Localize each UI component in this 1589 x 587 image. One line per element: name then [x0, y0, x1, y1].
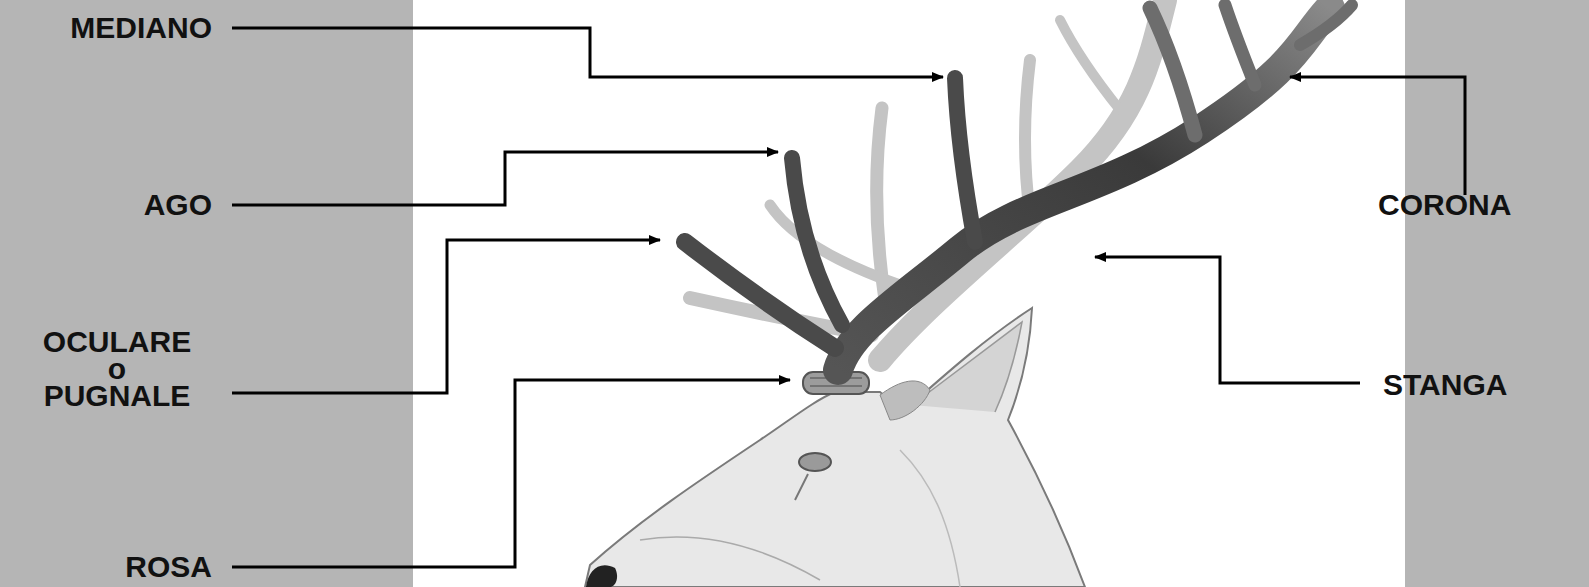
- part-label: OCULARE o PUGNALE: [43, 328, 191, 409]
- part-label: MEDIANO: [70, 13, 212, 43]
- part-label: CORONA: [1378, 190, 1511, 220]
- part-label: STANGA: [1383, 370, 1507, 400]
- part-label: ROSA: [125, 552, 212, 582]
- part-label: AGO: [144, 190, 212, 220]
